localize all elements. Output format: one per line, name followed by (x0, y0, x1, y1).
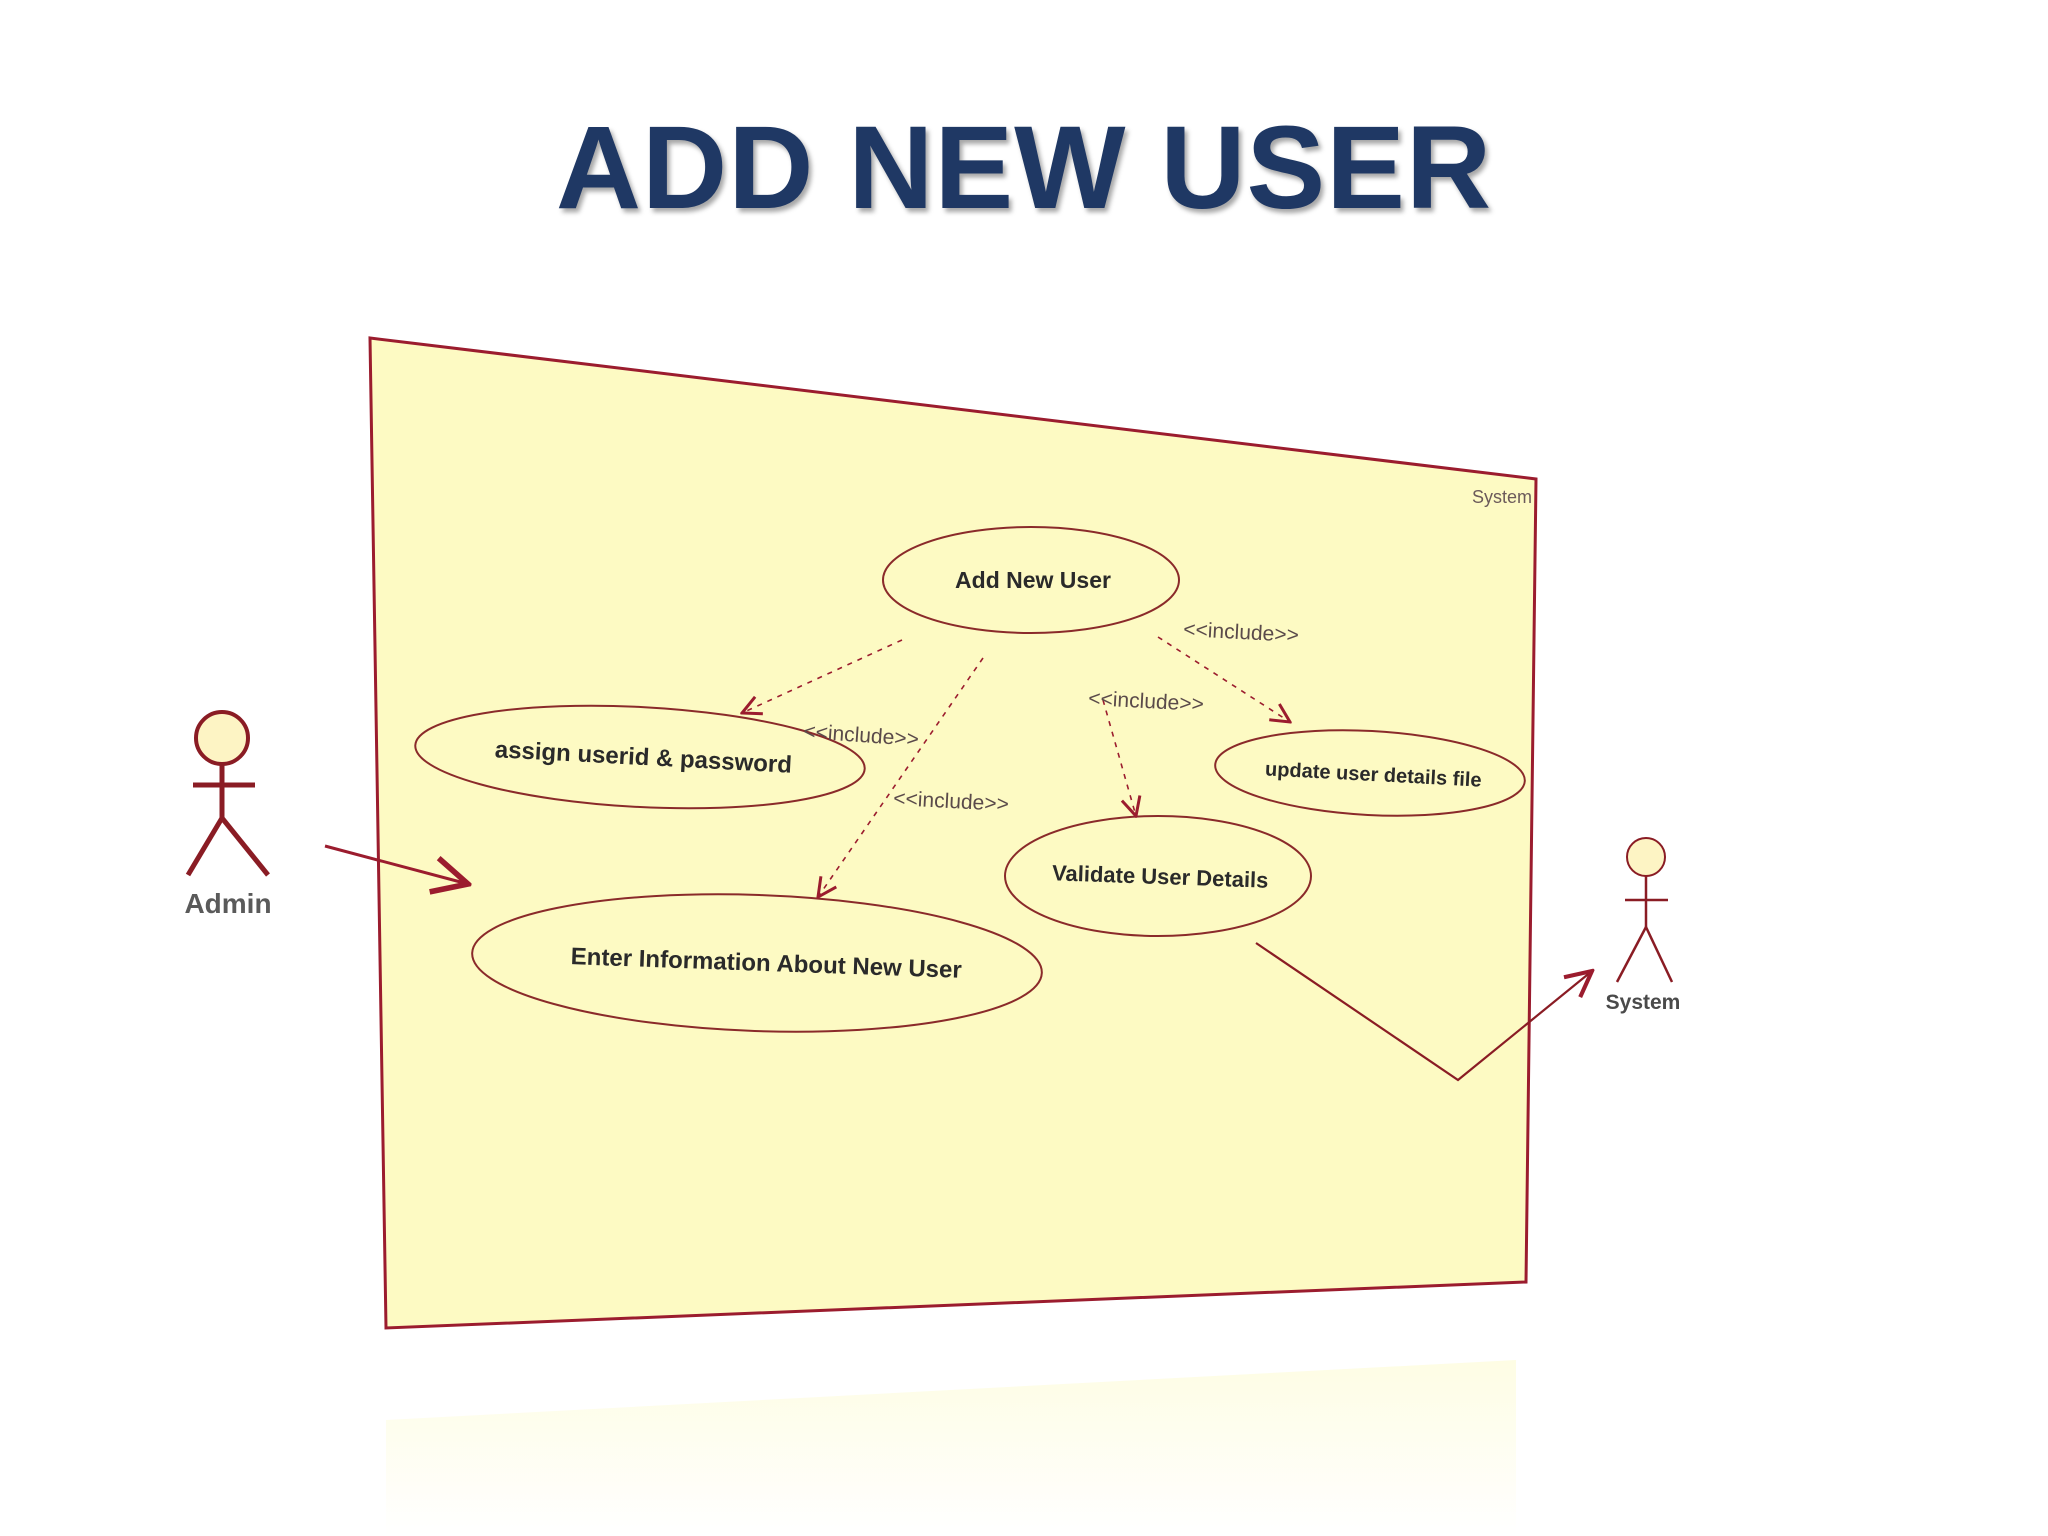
include-arrow-assign (742, 639, 903, 713)
slide-title: ADD NEW USER (555, 102, 1493, 234)
system-boundary (368, 336, 1538, 1330)
admin-actor-head (194, 710, 250, 766)
system-actor-head (1626, 837, 1666, 877)
use-case-add-new-user-label: Add New User (955, 567, 1111, 593)
board-reflection (386, 1360, 1516, 1536)
use-case-add-new-user[interactable]: Add New User (882, 526, 1180, 634)
system-association-arrow (1255, 942, 1592, 1082)
include-arrow-validate (1102, 699, 1136, 816)
system-boundary-label: System (1472, 487, 1532, 507)
admin-actor[interactable]: Admin (184, 710, 272, 919)
include-arrow-update (1157, 636, 1290, 722)
include-arrow-enter (818, 657, 984, 897)
admin-actor-label: Admin (184, 888, 271, 919)
system-actor[interactable]: System (1606, 837, 1681, 1014)
admin-association-arrow (324, 844, 468, 884)
system-actor-label: System (1606, 991, 1681, 1014)
